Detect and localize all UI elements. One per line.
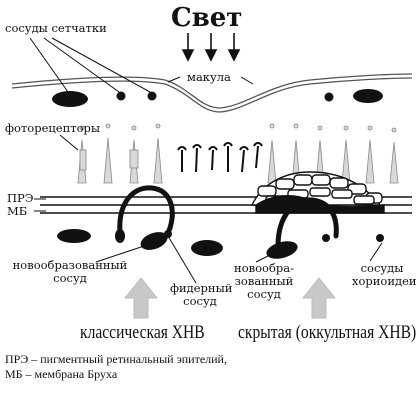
choroid-vessels-line-1: сосуды xyxy=(360,261,404,275)
occult-cnv-vessel-ends xyxy=(266,234,330,259)
feeder-vessel-label: фидерный сосуд xyxy=(170,281,233,308)
central-cones xyxy=(177,142,263,173)
macula-leaders xyxy=(167,76,254,85)
choroid-vessels-line-2: хориоидеи xyxy=(352,274,417,288)
retinal-vessel-leaders xyxy=(29,37,151,93)
new-vessel-left-label: новообразованный сосуд xyxy=(6,259,134,285)
new-vessel-right-line-2: зованный xyxy=(234,274,294,288)
new-vessel-right-line-1: новообра- xyxy=(234,261,294,275)
new-vessel-right-line-3: сосуд xyxy=(247,287,281,301)
lower-leaders xyxy=(95,235,383,284)
feeder-vessel-line-2: сосуд xyxy=(183,294,217,308)
new-vessel-left-line-2: сосуд xyxy=(53,271,87,285)
legend-line-bm: МБ – мембрана Бруха xyxy=(5,367,118,381)
diagram-title: Свет xyxy=(171,3,243,33)
rpe-label: ПРЭ xyxy=(7,191,34,205)
classic-cnv-vessel-ends xyxy=(115,229,172,250)
retinal-vessels-label: сосуды сетчатки xyxy=(5,21,107,35)
occult-cnv-caption: скрытая (оккультная ХНВ) xyxy=(238,322,417,343)
feeder-vessel-line-1: фидерный xyxy=(170,281,233,295)
macula-label: макула xyxy=(185,70,233,84)
light-arrows xyxy=(181,33,241,62)
photoreceptor-leader xyxy=(59,134,79,151)
legend: ПРЭ – пигментный ретинальный эпителий, М… xyxy=(5,352,227,382)
cnv-arrows xyxy=(123,277,337,319)
retina-surface xyxy=(11,73,413,113)
choroid-vessels xyxy=(57,229,384,256)
choroid-vessels-label: сосуды хориоидеи xyxy=(352,261,417,288)
photoreceptors-label: фоторецепторы xyxy=(5,121,101,135)
bm-label: МБ xyxy=(7,204,28,218)
classic-cnv-caption: классическая ХНВ xyxy=(80,322,205,343)
new-vessel-right-label: новообра- зованный сосуд xyxy=(234,262,294,301)
retinal-vessels xyxy=(52,89,383,107)
new-vessel-left-line-1: новообразованный xyxy=(12,258,128,272)
photoreceptors-left xyxy=(77,123,163,184)
legend-line-rpe: ПРЭ – пигментный ретинальный эпителий, xyxy=(5,352,227,366)
rpe-leaders xyxy=(34,198,46,212)
occult-cnv-vessel xyxy=(275,197,339,249)
